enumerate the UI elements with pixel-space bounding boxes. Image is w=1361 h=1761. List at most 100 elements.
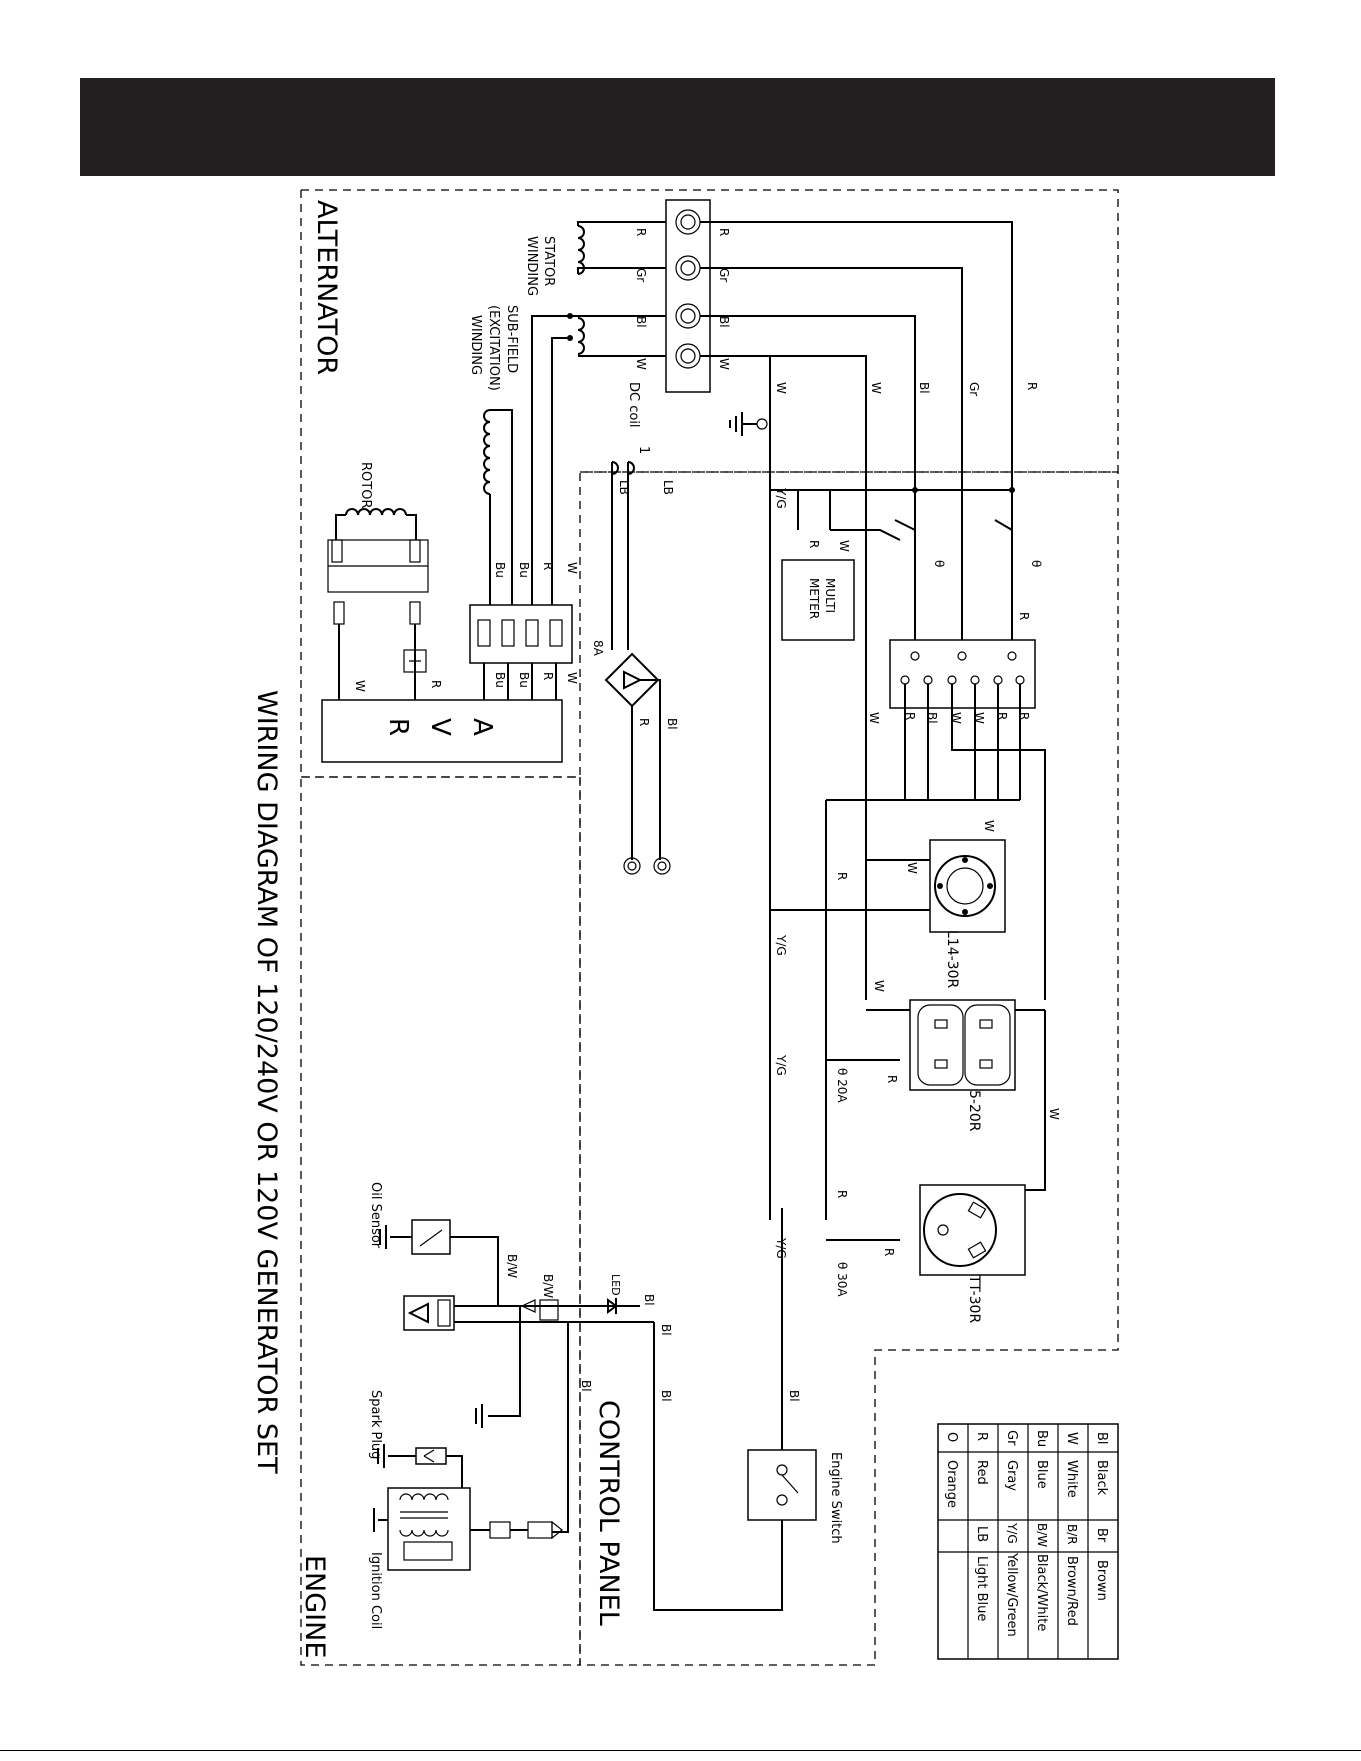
wire-label: R bbox=[637, 718, 651, 726]
legend-name: Gray bbox=[1004, 1460, 1019, 1491]
engine-section-border bbox=[300, 776, 581, 1666]
wire-label: W bbox=[872, 980, 886, 992]
subfield-label-3: WINDING bbox=[468, 315, 483, 375]
engine-control-module bbox=[403, 1295, 654, 1428]
distribution-wires bbox=[770, 684, 1046, 1241]
wire-label: W bbox=[982, 820, 996, 832]
wire-label: Bl bbox=[665, 718, 679, 730]
wire-label: R bbox=[541, 672, 555, 680]
wire-label: R bbox=[903, 712, 917, 720]
wire-label: W bbox=[867, 712, 881, 724]
wire-label: R bbox=[835, 1190, 849, 1198]
stator-label-1: STATOR bbox=[541, 236, 556, 286]
wire-label: W bbox=[905, 862, 919, 874]
diagram-title: WIRING DIAGRAM OF 120/240V OR 120V GENER… bbox=[251, 690, 282, 1474]
legend-name: Brown bbox=[1094, 1560, 1109, 1601]
stator-terminal-block bbox=[665, 199, 711, 393]
stator-label-2: WINDING bbox=[524, 236, 539, 296]
fuse-label: 8A bbox=[591, 640, 605, 657]
main-wires bbox=[700, 221, 1013, 1220]
wire-label: R bbox=[995, 712, 1009, 720]
wire-label: Bu bbox=[493, 562, 507, 578]
wire-label: Bl bbox=[925, 712, 939, 724]
ignition-coil-label: Ignition Coil bbox=[368, 1552, 383, 1629]
wire-label: Gr bbox=[717, 268, 731, 282]
header-bar bbox=[80, 78, 1275, 176]
wire-label: R bbox=[717, 228, 731, 236]
legend-name: Red bbox=[974, 1460, 989, 1485]
legend-code: B/W bbox=[1035, 1523, 1049, 1547]
wire-label: R bbox=[885, 1075, 899, 1083]
alternator-section-border bbox=[300, 189, 1119, 778]
legend-name: Black bbox=[1094, 1460, 1109, 1496]
engine-switch bbox=[747, 1449, 817, 1521]
wire-label: R bbox=[882, 1248, 896, 1256]
oil-sensor bbox=[379, 1219, 499, 1306]
wire-label: Bl bbox=[717, 316, 731, 328]
avr-connector bbox=[469, 604, 573, 700]
wire-label: Bu bbox=[493, 672, 507, 688]
wire-label: Bl bbox=[787, 1390, 801, 1402]
wire-label: R bbox=[1017, 612, 1031, 620]
wire-label: R bbox=[634, 228, 648, 236]
wire-label: Bl bbox=[917, 382, 931, 394]
wire-label: R bbox=[1025, 382, 1039, 390]
multimeter-label-2: METER bbox=[807, 578, 821, 619]
wire-label: W bbox=[353, 680, 367, 692]
wire-label: Bl bbox=[642, 1294, 656, 1306]
control-panel-label: CONTROL PANEL bbox=[593, 1400, 624, 1626]
legend-name: White bbox=[1064, 1460, 1079, 1498]
breaker-20a-label: θ 20A bbox=[835, 1068, 849, 1103]
ignition-coil bbox=[373, 1487, 563, 1571]
avr-label-v: V bbox=[425, 718, 455, 736]
legend-name: Black/White bbox=[1034, 1554, 1049, 1631]
engine-switch-label: Engine Switch bbox=[828, 1452, 843, 1544]
legend-name: Orange bbox=[944, 1460, 959, 1508]
color-legend bbox=[937, 1423, 1119, 1660]
wire-label: Y/G bbox=[774, 934, 788, 956]
5-20r-receptacle bbox=[909, 999, 1016, 1091]
wire-label: W bbox=[869, 382, 883, 394]
receptacle-l14-label: L14-30R bbox=[944, 930, 960, 988]
wire-label: W bbox=[717, 358, 731, 370]
wire-label: Gr bbox=[967, 382, 981, 396]
rotor bbox=[327, 508, 429, 593]
ignition-wires bbox=[552, 1208, 783, 1611]
subfield-label-1: SUB-FIELD bbox=[504, 305, 519, 373]
oil-sensor-label: Oil Sensor bbox=[368, 1182, 383, 1249]
wire-label: W bbox=[565, 672, 579, 684]
subfield-winding bbox=[531, 313, 682, 610]
wire-label: R bbox=[1017, 712, 1031, 720]
alternator-label: ALTERNATOR bbox=[311, 200, 342, 375]
wire-label: Bl bbox=[579, 1380, 593, 1392]
breaker-theta: θ bbox=[932, 560, 946, 567]
legend-code: O bbox=[944, 1432, 959, 1442]
multimeter bbox=[781, 559, 855, 641]
legend-code: Bl bbox=[1094, 1432, 1109, 1445]
legend-name: Light Blue bbox=[974, 1556, 989, 1621]
avr-label-a: A bbox=[467, 718, 497, 736]
wire-label: Bu bbox=[517, 672, 531, 688]
receptacle-520-label: 5-20R bbox=[966, 1090, 982, 1132]
wire-label: LB bbox=[617, 480, 631, 495]
wire-label: R bbox=[835, 872, 849, 880]
tt-30r-receptacle bbox=[919, 1184, 1026, 1276]
main-breakers bbox=[830, 519, 1013, 652]
multimeter-label-1: MULTI bbox=[823, 578, 837, 613]
avr-label-r: R bbox=[383, 718, 413, 736]
receptacle-tt30-label: TT-30R bbox=[966, 1274, 982, 1323]
rotor-brushes bbox=[333, 601, 427, 700]
subfield-label-2: (EXCITATION) bbox=[486, 305, 501, 391]
dc-coil-label: DC coil bbox=[626, 382, 641, 428]
wire-label: B/W bbox=[505, 1254, 519, 1278]
output-terminal-strip bbox=[889, 639, 1036, 709]
spark-plug-label: Spark Plug bbox=[368, 1390, 383, 1459]
wire-label: R bbox=[429, 680, 443, 688]
legend-name: Brown/Red bbox=[1064, 1556, 1079, 1626]
legend-code: Br bbox=[1094, 1528, 1109, 1543]
led-indicator bbox=[607, 1298, 618, 1314]
wire-label: Gr bbox=[634, 268, 648, 282]
yg-wire bbox=[770, 487, 1015, 530]
wire-label: B/W bbox=[541, 1274, 555, 1298]
